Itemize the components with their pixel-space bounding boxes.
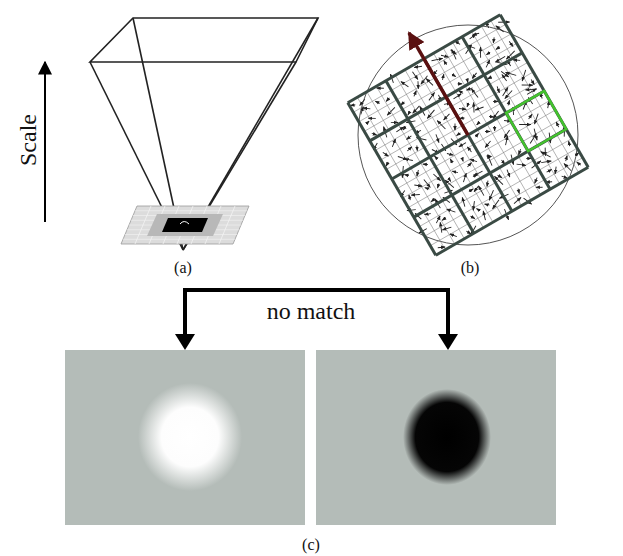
axis-label: Scale bbox=[16, 114, 40, 166]
arrowhead bbox=[438, 334, 458, 350]
image-panel bbox=[65, 350, 305, 525]
scale-pyramid bbox=[90, 18, 318, 250]
bright-blob bbox=[138, 383, 242, 491]
scale-level-plane bbox=[121, 206, 249, 244]
sift-descriptor bbox=[330, 0, 595, 262]
dark-blob bbox=[403, 389, 491, 485]
panel-label: (c) bbox=[302, 537, 320, 553]
bracket-label: no match bbox=[267, 299, 356, 323]
image-panel bbox=[316, 350, 556, 525]
panel-label: (b) bbox=[461, 260, 480, 276]
panel-label: (a) bbox=[174, 260, 192, 276]
scale-arrow bbox=[44, 62, 46, 222]
arrowhead bbox=[175, 334, 195, 350]
bracket bbox=[185, 290, 448, 346]
